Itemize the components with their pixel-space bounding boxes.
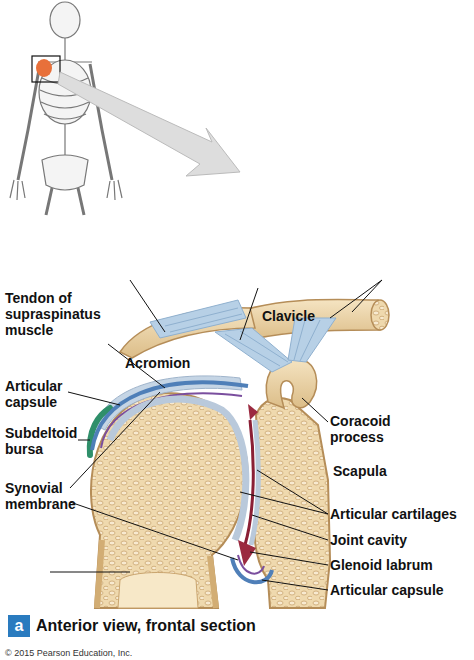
figure-letter: a (8, 615, 30, 637)
lower-synovial (238, 555, 264, 574)
part-label: Scapula (333, 463, 443, 479)
right-hand (107, 180, 122, 200)
figure-letter-box: a (8, 615, 30, 637)
leader-line (240, 470, 328, 514)
leader-line (130, 280, 165, 332)
part-label: Clavicle (262, 308, 342, 324)
zoom-arrow (58, 72, 240, 176)
part-label: Articular capsule (5, 378, 95, 410)
leader-line (250, 552, 328, 565)
labrum-upper (248, 404, 258, 420)
leader-line (70, 392, 238, 560)
figure-caption: Anterior view, frontal section (36, 616, 256, 636)
right-arm (90, 64, 112, 180)
joint-cavity (245, 420, 253, 545)
scapula-bone (255, 398, 330, 608)
leader-line (330, 280, 382, 318)
clavicle-section (371, 300, 389, 330)
shoulder-highlight (36, 59, 52, 77)
leader-line (78, 440, 90, 441)
lower-capsule (232, 558, 272, 582)
medullary-cavity (118, 573, 198, 609)
part-label: Joint cavity (330, 532, 474, 548)
part-label: Articular capsule (330, 582, 474, 598)
part-label: Acromion (125, 355, 215, 371)
part-label: Tendon of supraspinatus muscle (5, 290, 123, 338)
skull (50, 2, 80, 38)
pelvis (42, 155, 88, 190)
leader-line (262, 580, 328, 590)
part-label: Glenoid labrum (330, 557, 474, 573)
legs (46, 188, 84, 215)
leader-line (240, 288, 258, 340)
part-label: Coracoid process (330, 413, 440, 445)
leader-line (50, 572, 130, 573)
cortical-bone (97, 540, 216, 608)
humeral-cartilage (110, 399, 246, 540)
copyright-note: © 2015 Pearson Education, Inc. (5, 648, 132, 659)
part-label: Synovial membrane (5, 480, 95, 512)
part-label: Subdeltoid bursa (5, 425, 95, 457)
left-hand (10, 180, 25, 200)
part-label: Articular cartilages (330, 506, 474, 522)
glenoid-cartilage (251, 420, 258, 545)
leader-line (302, 398, 328, 422)
focus-box (32, 56, 60, 82)
leader-line (68, 392, 120, 405)
leader-line (252, 515, 328, 540)
humerus (91, 393, 248, 608)
